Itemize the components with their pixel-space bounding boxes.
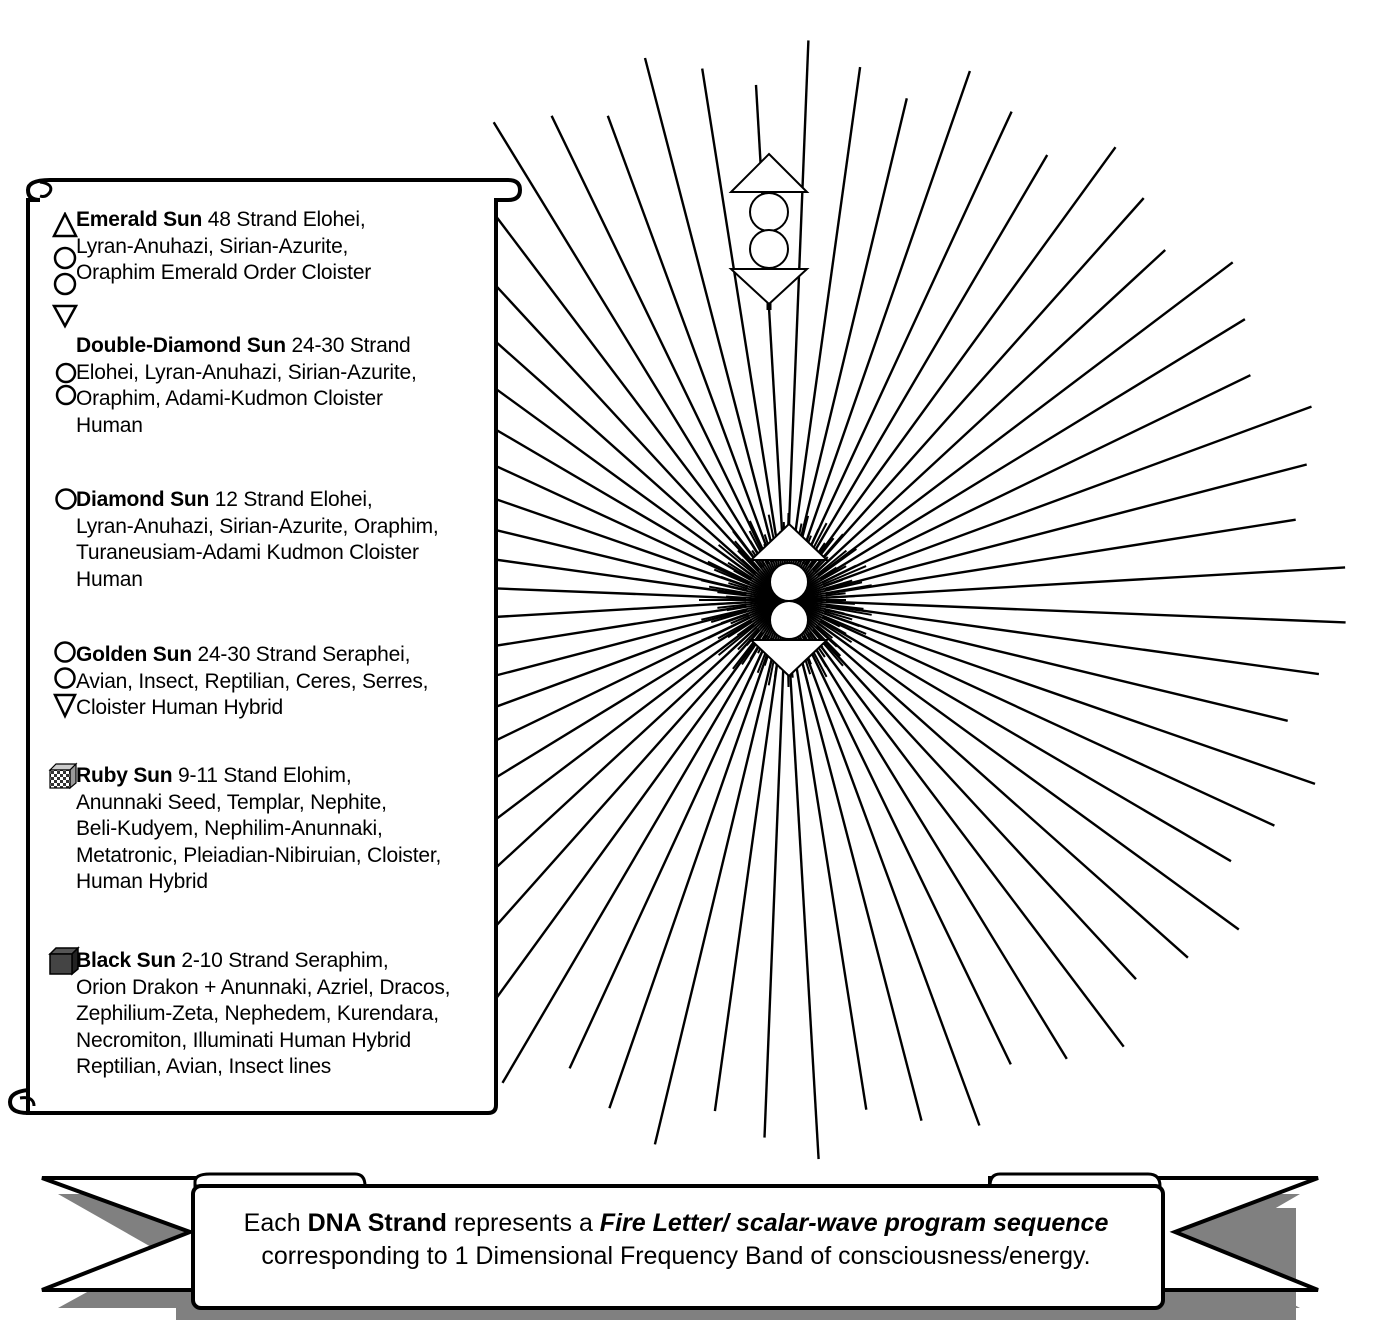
ray-line [819, 318, 1246, 581]
entry-line: Oraphim Emerald Order Cloister [76, 261, 372, 284]
ray-line [815, 625, 1189, 959]
entry-line: Lyran-Anuhazi, Sirian-Azurite, [76, 234, 349, 258]
ray-line [801, 111, 1013, 565]
ray-line [809, 631, 1125, 1048]
ray-line [808, 146, 1117, 569]
entry-line: Beli-Kudyem, Nephilim-Anunnaki, [76, 817, 383, 840]
ray-line [817, 261, 1234, 577]
ruby-sun-icon [48, 762, 78, 790]
ray-line [825, 600, 1346, 624]
golden-sun-icon [53, 641, 77, 719]
banner-line-2: corresponding to 1 Dimensional Frequency… [261, 1242, 1091, 1270]
legend-entry-diamond-sun: Diamond Sun 12 Strand Elohei, Lyran-Anuh… [76, 487, 439, 593]
ray-line [805, 154, 1049, 567]
ray-line [797, 70, 972, 563]
entry-name: Double-Diamond Sun [76, 334, 286, 357]
entry-text: 48 Strand Elohei, [202, 208, 366, 231]
entry-line: Zephilium-Zeta, Nephedem, Kurendara, [76, 1002, 439, 1025]
ray-line [823, 405, 1312, 588]
entry-line: Turaneusiam-Adami Kudmon Cloister [76, 541, 419, 564]
ray-line [819, 619, 1232, 863]
ray-line [790, 66, 862, 561]
ray-line [824, 463, 1308, 592]
entry-line: Human [76, 413, 143, 437]
entry-line: Human Hybrid [76, 870, 208, 893]
entry-line: Elohei, Lyran-Anuhazi, Sirian-Azurite, [76, 360, 417, 384]
black-sun-icon [48, 946, 80, 976]
ray-line [811, 197, 1145, 571]
diamond-sun-icon [55, 488, 77, 510]
ray-line [608, 637, 775, 1109]
ribbon-banner [41, 1172, 1319, 1320]
entry-name: Ruby Sun [76, 764, 173, 787]
entry-name: Diamond Sun [76, 488, 210, 511]
ray-line [798, 637, 981, 1126]
banner-caption: Each DNA Strand represents a Fire Letter… [196, 1207, 1156, 1273]
ray-line [787, 639, 820, 1160]
ray-line [501, 633, 767, 1084]
entry-name: Emerald Sun [76, 208, 203, 231]
ray-line [825, 566, 1346, 599]
ray-line [606, 115, 774, 563]
ray-line [821, 615, 1275, 827]
entry-line: Human [76, 567, 143, 591]
center-symbol-icon [748, 522, 830, 678]
entry-text: 9-11 Stand Elohim, [172, 764, 352, 787]
entry-line: Cloister Human Hybrid [76, 696, 284, 719]
ray-line [492, 121, 767, 567]
banner-bold-term: DNA Strand [307, 1209, 447, 1237]
ray-line [794, 638, 923, 1122]
entry-text: 2-10 Strand Seraphim, [175, 949, 389, 972]
ray-line [468, 631, 764, 1036]
entry-line: Orion Drakon + Anunnaki, Azriel, Dracos, [76, 975, 451, 999]
entry-line: Oraphim, Adami-Kudmon Cloister [76, 387, 383, 410]
legend-entry-emerald-sun: Emerald Sun 48 Strand Elohei, Lyran-Anuh… [76, 207, 371, 287]
emerald-sun-icon [51, 212, 79, 329]
banner-italic-term: Fire Letter/ scalar-wave program sequenc… [599, 1209, 1109, 1237]
ray-line [824, 608, 1288, 722]
entry-text: 24-30 Strand [285, 334, 411, 357]
entry-line: Reptilian, Avian, Insect lines [76, 1055, 332, 1078]
ray-line [814, 249, 1167, 574]
ray-line [817, 622, 1240, 931]
ray-line [568, 635, 771, 1069]
ray-line [825, 604, 1320, 676]
ray-line [701, 68, 781, 561]
entry-name: Black Sun [76, 949, 176, 972]
banner-text-part: represents a [446, 1209, 600, 1237]
legend-entry-golden-sun: Golden Sun 24-30 Strand Seraphei, Avian,… [76, 642, 428, 722]
ray-line [786, 40, 810, 561]
double-diamond-sun-icon [55, 362, 77, 406]
legend-scroll [7, 178, 523, 1115]
legend-entry-ruby-sun: Ruby Sun 9-11 Stand Elohim, Anunnaki See… [76, 763, 441, 896]
ray-line [794, 98, 908, 562]
ray-line [812, 628, 1137, 981]
entry-line: Anunnaki Seed, Templar, Nephite, [76, 790, 387, 814]
entry-line: Metatronic, Pleiadian-Nibiruian, Cloiste… [76, 843, 442, 867]
ray-line [821, 374, 1251, 584]
ray-line [825, 518, 1296, 595]
ray-line [643, 57, 778, 562]
ray-line [823, 611, 1316, 786]
entry-text: 24-30 Strand Seraphei, [191, 643, 411, 666]
entry-line: Avian, Insect, Reptilian, Ceres, Serres, [76, 669, 429, 693]
entry-name: Golden Sun [76, 643, 192, 666]
banner-line-1: Each DNA Strand represents a Fire Letter… [196, 1207, 1156, 1240]
ray-line [791, 639, 868, 1110]
entry-text: 12 Strand Elohei, [209, 488, 373, 511]
entry-line: Necromiton, Illuminati Human Hybrid [76, 1028, 411, 1052]
ray-line [763, 639, 786, 1138]
ray-line [473, 187, 763, 569]
ray-line [713, 639, 782, 1112]
legend-entry-black-sun: Black Sun 2-10 Strand Seraphim, Orion Dr… [76, 948, 450, 1081]
ray-line [802, 635, 1012, 1065]
top-symbol-icon [728, 152, 810, 310]
banner-text-part: Each [243, 1209, 308, 1237]
legend-entry-double-diamond-sun: Double-Diamond Sun 24-30 Strand Elohei, … [76, 333, 417, 439]
ray-line [550, 115, 770, 565]
ray-line [805, 633, 1068, 1060]
entry-line: Lyran-Anuhazi, Sirian-Azurite, Oraphim, [76, 514, 439, 538]
ray-line [653, 638, 778, 1145]
